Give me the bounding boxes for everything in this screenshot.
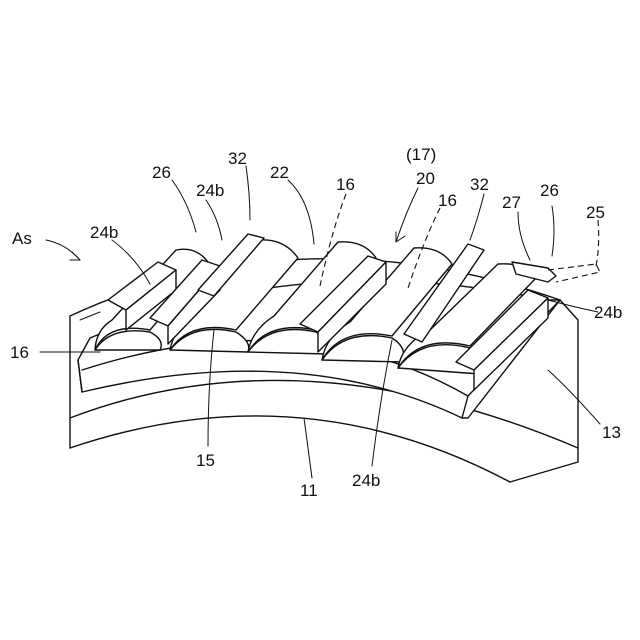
label-26-right: 26: [540, 181, 559, 200]
label-24b-right: 24b: [594, 303, 622, 322]
label-32-left: 32: [228, 149, 247, 168]
label-25: 25: [586, 203, 605, 222]
label-27: 27: [502, 193, 521, 212]
label-24b-top: 24b: [196, 181, 224, 200]
label-32-right: 32: [470, 175, 489, 194]
label-16-top: 16: [336, 175, 355, 194]
label-11: 11: [300, 481, 318, 500]
label-24b-left: 24b: [90, 223, 118, 242]
label-24b-bottom: 24b: [352, 471, 380, 490]
label-13: 13: [602, 423, 621, 442]
label-22: 22: [270, 163, 289, 182]
label-26-left: 26: [152, 163, 171, 182]
label-20: 20: [416, 169, 435, 188]
arrow-as: [70, 252, 80, 260]
pin-25-dashed: [548, 264, 600, 282]
label-as: As: [12, 229, 32, 248]
label-15: 15: [196, 451, 215, 470]
label-17: (17): [406, 145, 436, 164]
label-16-left: 16: [10, 343, 29, 362]
label-16-mid: 16: [438, 191, 457, 210]
